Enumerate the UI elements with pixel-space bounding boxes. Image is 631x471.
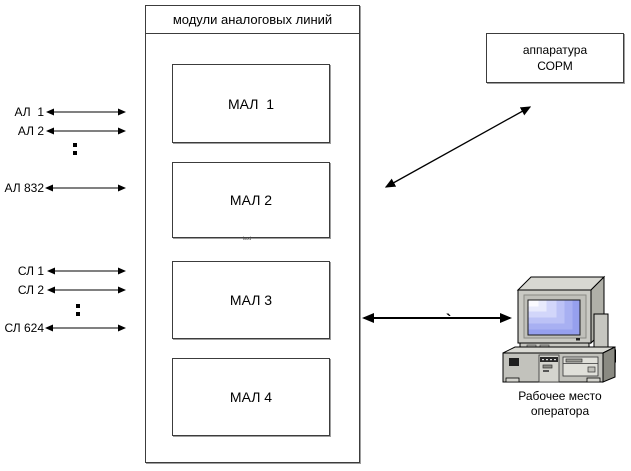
monitor	[516, 275, 606, 351]
system-unit	[502, 346, 616, 383]
label-al-2: АЛ 2	[17, 124, 44, 138]
module-mal-3: МАЛ 3	[172, 261, 330, 339]
module-mal-2: МАЛ 2	[172, 162, 330, 238]
desktop-computer-icon	[502, 275, 616, 383]
sorm-equipment-box: аппаратура СОРМ	[486, 33, 624, 83]
mal2-tiny-caption: text	[243, 236, 252, 242]
cabinet-title: модули аналоговых линий	[146, 6, 359, 34]
sorm-line2: СОРМ	[537, 59, 573, 73]
label-sl-2: СЛ 2	[17, 283, 44, 297]
analog-modules-cabinet: модули аналоговых линий МАЛ 1 МАЛ 2 МАЛ …	[145, 5, 360, 463]
stray-tick-mark: `	[446, 312, 452, 329]
vertical-ellipsis-al	[73, 143, 77, 147]
module-mal-1: МАЛ 1	[172, 64, 330, 143]
label-al-832: АЛ 832	[4, 181, 45, 195]
sorm-line1: аппаратура	[522, 43, 588, 57]
operator-label-line2: оператора	[530, 404, 590, 418]
operator-label-line1: Рабочее место	[518, 389, 602, 403]
vertical-ellipsis-sl	[76, 304, 80, 308]
label-sl-1: СЛ 1	[17, 264, 44, 278]
label-al-1: АЛ 1	[14, 105, 44, 119]
module-mal-4: МАЛ 4	[172, 358, 330, 436]
arrow-sorm-link	[384, 106, 532, 188]
label-sl-624: СЛ 624	[4, 321, 45, 335]
operator-workstation-label: Рабочее место оператора	[496, 389, 624, 419]
